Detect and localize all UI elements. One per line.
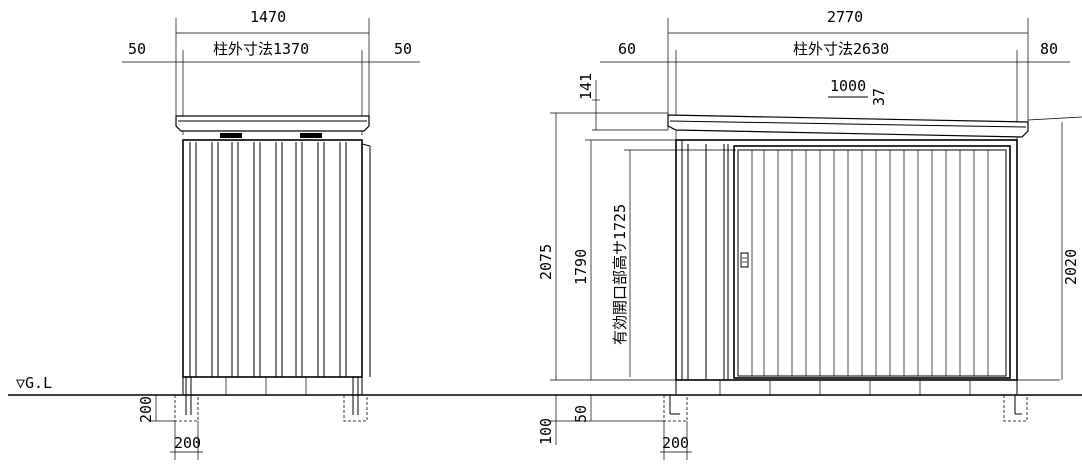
side-footing-height-label: 50 [572,405,590,423]
side-left-overhang-label: 60 [618,40,636,58]
side-footing-depth-label: 100 [537,418,555,445]
front-footing-width-label: 200 [174,434,201,452]
front-left-overhang-label: 50 [128,40,146,58]
front-post-width-label: 柱外寸法1370 [213,40,309,58]
roof-slope-rise-label: 37 [870,88,888,106]
effective-opening-height-label: 有効開口部高サ1725 [611,204,629,345]
ground-level-label: ▽G.L [16,374,52,392]
side-post-width-label: 柱外寸法2630 [793,40,889,58]
side-total-width-label: 2770 [827,8,863,26]
front-right-overhang-label: 50 [394,40,412,58]
eave-height-label: 1790 [572,249,590,285]
front-elevation: 1470 50 柱外寸法1370 50 [122,8,420,460]
overall-height-front-label: 2075 [537,244,555,280]
door-handle-icon [740,252,749,268]
overall-height-rear-label: 2020 [1062,249,1080,285]
roof-slope-run-label: 1000 [830,77,866,95]
roof-height-diff-label: 141 [577,73,595,100]
front-total-width-label: 1470 [250,8,286,26]
side-right-overhang-label: 80 [1040,40,1058,58]
front-footing-height-label: 200 [137,396,155,423]
side-elevation: 2770 60 柱外寸法2630 80 1000 37 141 2075 179… [537,8,1082,460]
side-footing-width-label: 200 [662,434,689,452]
